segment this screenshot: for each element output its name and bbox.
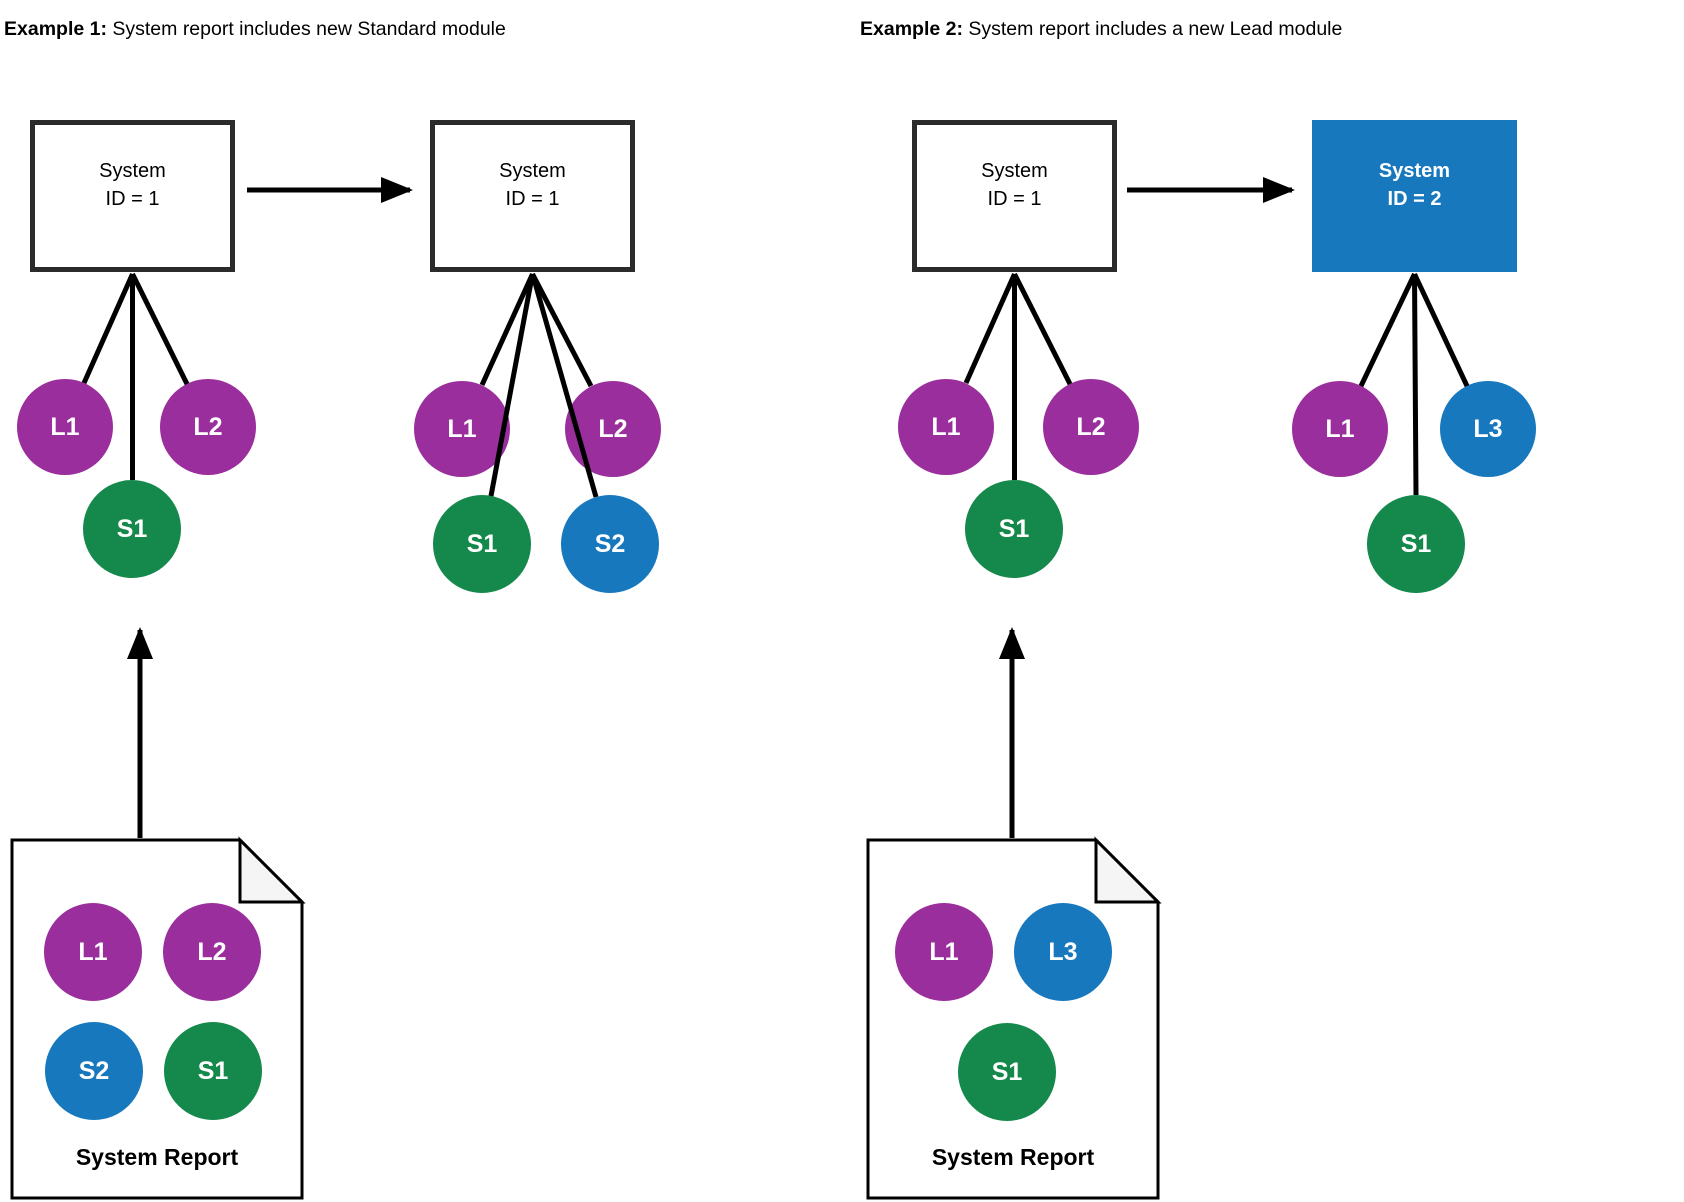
document-fold: [1094, 836, 1162, 904]
system-box-id: ID = 2: [1387, 188, 1442, 210]
system-box-id: ID = 1: [987, 188, 1042, 210]
ex1-title-text: System report includes new Standard modu…: [106, 18, 506, 40]
ex2-result-module-l1: L1: [1292, 381, 1388, 477]
ex1-source-module-l2: L2: [160, 379, 256, 475]
system-box-id: ID = 1: [505, 188, 560, 210]
ex2-title-bold: Example 2:: [860, 18, 963, 40]
ex2-result-module-s1: S1: [1367, 495, 1465, 593]
system-box-title: System: [981, 160, 1048, 182]
ex2-report-module-l3: L3: [1014, 903, 1112, 1001]
ex2-source-module-s1: S1: [965, 480, 1063, 578]
ex1-report-module-l1: L1: [44, 903, 142, 1001]
ex2-source-module-l2: L2: [1043, 379, 1139, 475]
ex2-result-system-box: System ID = 2: [1312, 120, 1517, 272]
ex1-source-module-l1: L1: [17, 379, 113, 475]
ex2-title: Example 2: System report includes a new …: [860, 18, 1342, 41]
ex1-title-bold: Example 1:: [4, 18, 107, 40]
ex1-title: Example 1: System report includes new St…: [4, 18, 506, 41]
ex1-result-module-s2: S2: [561, 495, 659, 593]
ex2-source-system-box: System ID = 1: [912, 120, 1117, 272]
ex1-report-module-s2: S2: [45, 1022, 143, 1120]
ex2-result-module-l3: L3: [1440, 381, 1536, 477]
ex1-report-label: System Report: [75, 1144, 239, 1170]
document-fold: [238, 836, 306, 904]
system-box-title: System: [1378, 160, 1451, 182]
system-box-title: System: [99, 160, 166, 182]
ex1-result-module-l1: L1: [414, 381, 510, 477]
system-box-title: System: [499, 160, 566, 182]
ex1-result-module-l2: L2: [565, 381, 661, 477]
ex1-result-module-s1: S1: [433, 495, 531, 593]
ex2-report-module-l1: L1: [895, 903, 993, 1001]
ex2-title-text: System report includes a new Lead module: [962, 18, 1343, 40]
ex1-result-system-box: System ID = 1: [430, 120, 635, 272]
system-box-id: ID = 1: [105, 188, 160, 210]
ex2-report-module-s1: S1: [958, 1023, 1056, 1121]
ex2-source-module-l1: L1: [898, 379, 994, 475]
ex1-report-module-s1: S1: [164, 1022, 262, 1120]
ex2-report-label: System Report: [931, 1144, 1095, 1170]
ex1-source-module-s1: S1: [83, 480, 181, 578]
ex1-report-module-l2: L2: [163, 903, 261, 1001]
ex1-source-system-box: System ID = 1: [30, 120, 235, 272]
